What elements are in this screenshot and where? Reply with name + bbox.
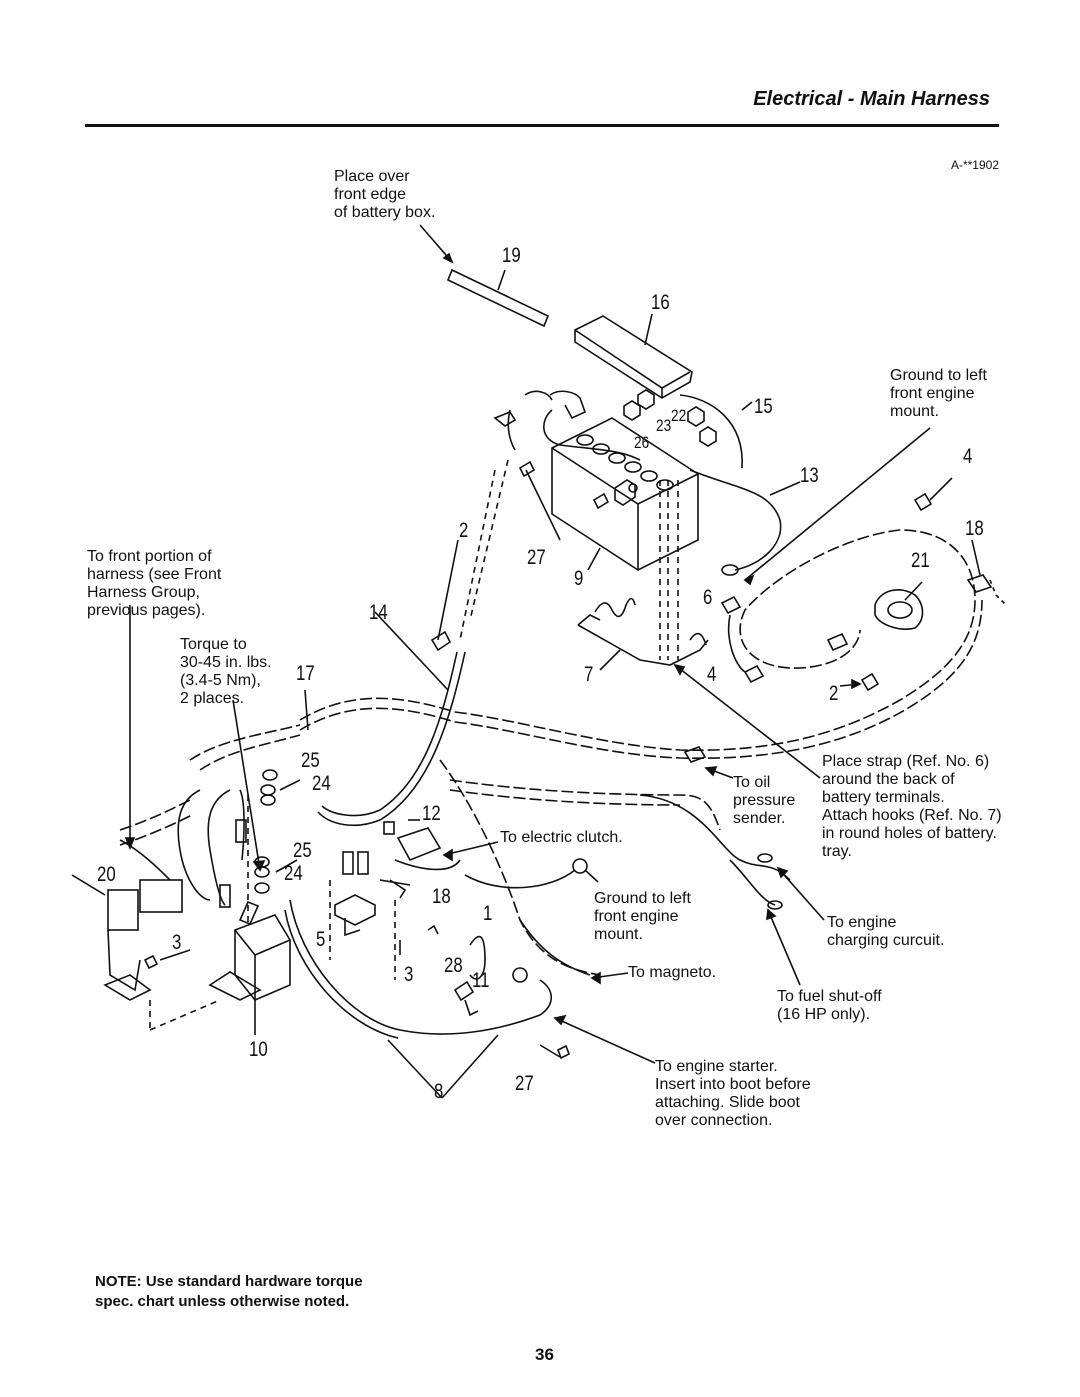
- part-number-20: 20: [97, 863, 116, 886]
- part-number-14: 14: [369, 601, 388, 624]
- part-number-17: 17: [296, 662, 315, 685]
- callout-torque: Torque to 30-45 in. lbs. (3.4-5 Nm), 2 p…: [180, 636, 272, 707]
- connector-block: [71, 789, 245, 1001]
- part-number-3-mid: 3: [404, 963, 414, 986]
- page-number: 36: [535, 1345, 554, 1364]
- magneto-wire: [519, 919, 629, 985]
- harness-clips-upper: [430, 411, 517, 652]
- callout-engine-charging: To engine charging curcuit.: [827, 914, 945, 949]
- part-number-5: 5: [316, 928, 326, 951]
- part-number-28: 28: [444, 954, 463, 977]
- part-number-19: 19: [502, 244, 521, 267]
- leader-lines: [124, 427, 931, 986]
- callout-place-strap: Place strap (Ref. No. 6) around the back…: [822, 753, 1002, 860]
- mounting-brackets: [143, 879, 486, 1031]
- part-number-18-mid: 18: [432, 885, 451, 908]
- battery-pad: [574, 313, 693, 399]
- header-rule: [85, 124, 999, 127]
- part-number-23: 23: [656, 416, 672, 435]
- part-number-24-bottom: 24: [284, 862, 303, 885]
- right-side-parts: [720, 477, 1007, 692]
- callout-engine-starter: To engine starter. Insert into boot befo…: [655, 1058, 811, 1129]
- part-number-3-left: 3: [172, 931, 182, 954]
- part-number-9: 9: [574, 567, 584, 590]
- figure-id: A-**1902: [950, 158, 999, 172]
- part-number-2-right: 2: [829, 682, 839, 705]
- part-number-16: 16: [651, 291, 670, 314]
- callout-ground-mid: Ground to left front engine mount.: [594, 890, 691, 943]
- torque-note: NOTE: Use standard hardware torque spec.…: [95, 1273, 363, 1310]
- callout-fuel-shutoff: To fuel shut-off (16 HP only).: [777, 988, 882, 1023]
- part-number-4-mid: 4: [707, 663, 717, 686]
- part-number-27-bottom: 27: [515, 1072, 534, 1095]
- page-title: Electrical - Main Harness: [753, 88, 990, 110]
- part-number-6: 6: [703, 586, 713, 609]
- part-number-2-top: 2: [459, 519, 469, 542]
- ground-cable-mid: [464, 858, 599, 889]
- clutch-connector: [394, 827, 499, 871]
- part-number-22: 22: [671, 406, 687, 425]
- callout-place-over: Place over front edge of battery box.: [334, 168, 436, 221]
- part-number-12: 12: [422, 802, 441, 825]
- part-number-18-top: 18: [965, 517, 984, 540]
- part-number-10: 10: [249, 1038, 268, 1061]
- part-number-21: 21: [911, 549, 930, 572]
- battery-tray-strap: [659, 480, 679, 660]
- fuse-holders: [219, 819, 395, 908]
- part-number-26: 26: [634, 433, 650, 452]
- battery-box-strip: [419, 224, 550, 328]
- starter-cable: [284, 899, 656, 1099]
- terminal-hardware: [518, 389, 717, 541]
- callout-electric-clutch: To electric clutch.: [500, 829, 623, 846]
- part-number-24-top: 24: [312, 772, 331, 795]
- part-number-8: 8: [434, 1080, 444, 1103]
- callout-ground-top: Ground to left front engine mount.: [890, 367, 987, 420]
- callout-magneto: To magneto.: [628, 964, 717, 981]
- callout-front-portion: To front portion of harness (see Front H…: [87, 548, 222, 619]
- part-number-25-bottom: 25: [293, 839, 312, 862]
- main-harness-cable: [317, 611, 466, 827]
- part-number-27-top: 27: [527, 546, 546, 569]
- part-number-11: 11: [472, 969, 490, 992]
- battery: [551, 417, 699, 571]
- callout-oil-pressure: To oil pressure sender.: [733, 774, 796, 827]
- part-number-25-top: 25: [301, 749, 320, 772]
- engine-wires: [639, 746, 791, 910]
- solenoid-hardware: [232, 699, 278, 925]
- starter-solenoid: [208, 900, 291, 1035]
- part-number-1: 1: [483, 902, 493, 925]
- part-number-13: 13: [800, 464, 819, 487]
- battery-tray-hooks: [577, 597, 709, 671]
- part-number-4-top: 4: [963, 445, 973, 468]
- part-number-15: 15: [754, 395, 773, 418]
- part-number-7: 7: [584, 663, 594, 686]
- battery-cables: [507, 390, 801, 576]
